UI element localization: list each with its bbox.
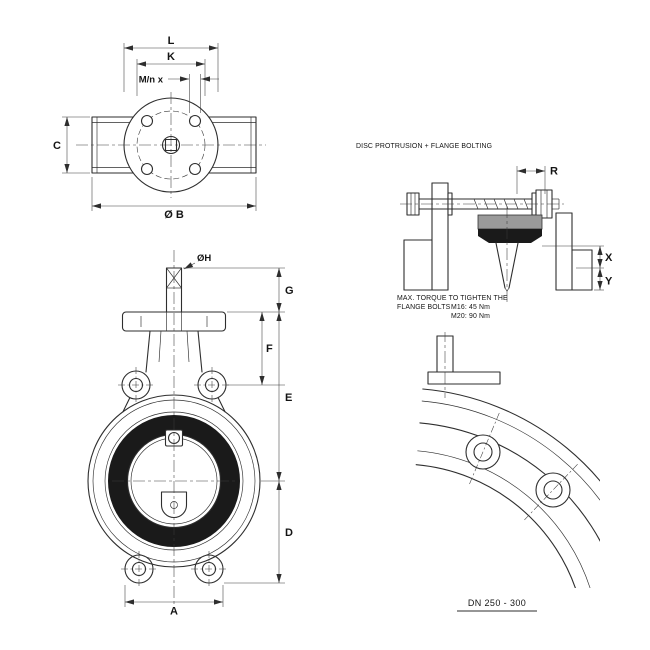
top-view: L K M/n x C Ø B (53, 35, 266, 221)
neck (145, 330, 203, 373)
dim-label-E: E (285, 392, 292, 404)
bolt-hole (140, 114, 154, 128)
liner-section (477, 214, 543, 230)
upper-lug-right (194, 367, 230, 413)
detail-title: DISC PROTRUSION + FLANGE BOLTING (356, 143, 492, 150)
right-flange-section (555, 212, 593, 291)
lug-hole (543, 480, 563, 500)
dn-view-body (415, 332, 600, 588)
detail-view: DISC PROTRUSION + FLANGE BOLTING (356, 143, 613, 320)
dim-label-K: K (167, 51, 175, 63)
dim-E: E (276, 312, 292, 481)
upper-lug-left (118, 367, 154, 413)
dim-label-L: L (168, 35, 175, 47)
torque-note: MAX. TORQUE TO TIGHTEN THE FLANGE BOLTS … (397, 295, 508, 320)
dim-label-G: G (285, 285, 294, 297)
dim-L: L (123, 35, 219, 92)
dim-K: K (136, 51, 206, 96)
dim-F: F (259, 312, 273, 385)
dim-X: X (542, 245, 613, 269)
dim-label-M-n: M/n x (139, 75, 164, 86)
dim-Y: Y (594, 268, 613, 291)
disc-protrusion (477, 206, 543, 302)
dim-A: A (124, 585, 224, 618)
dim-M-n: M/n x (139, 74, 219, 113)
square-drive (164, 138, 178, 152)
torque-note-m16: M16: 45 Nm (451, 304, 490, 311)
front-view: ØH G F E D A (87, 250, 294, 618)
bolt-hole (188, 162, 202, 176)
lower-lug-left (121, 551, 157, 587)
flange-lug (535, 472, 571, 508)
dim-label-B: Ø B (164, 209, 184, 221)
dim-label-D: D (285, 527, 293, 539)
bolt-hole (140, 162, 154, 176)
dim-H: ØH (183, 253, 211, 270)
dim-label-Y: Y (605, 276, 613, 288)
left-flange-section (403, 182, 449, 291)
seat-section (478, 229, 542, 243)
dim-label-C: C (53, 140, 61, 152)
top-view-flange (76, 92, 266, 198)
dim-D: D (276, 481, 293, 583)
dim-R: R (516, 166, 558, 194)
dim-label-X: X (605, 252, 613, 264)
dim-label-H: ØH (197, 253, 211, 264)
dim-G: G (276, 268, 294, 312)
bolt-hole (188, 114, 202, 128)
dn-neck (427, 332, 501, 398)
stem-bore (161, 135, 181, 155)
torque-note-m20: M20: 90 Nm (451, 313, 490, 320)
dim-label-R: R (550, 166, 558, 178)
dim-label-F: F (266, 343, 273, 355)
dim-C: C (53, 116, 90, 174)
flange-stud (400, 189, 564, 219)
torque-note-line1: MAX. TORQUE TO TIGHTEN THE (397, 295, 508, 302)
torque-note-line2: FLANGE BOLTS (397, 304, 451, 311)
dim-label-A: A (170, 606, 178, 618)
bolt-circle (136, 110, 206, 180)
lower-lug-right (191, 551, 227, 587)
lug-hole (473, 442, 493, 462)
dn-view: DN 250 - 300 (415, 332, 600, 612)
dn-range-label: DN 250 - 300 (468, 598, 526, 608)
dim-B: Ø B (91, 177, 257, 221)
